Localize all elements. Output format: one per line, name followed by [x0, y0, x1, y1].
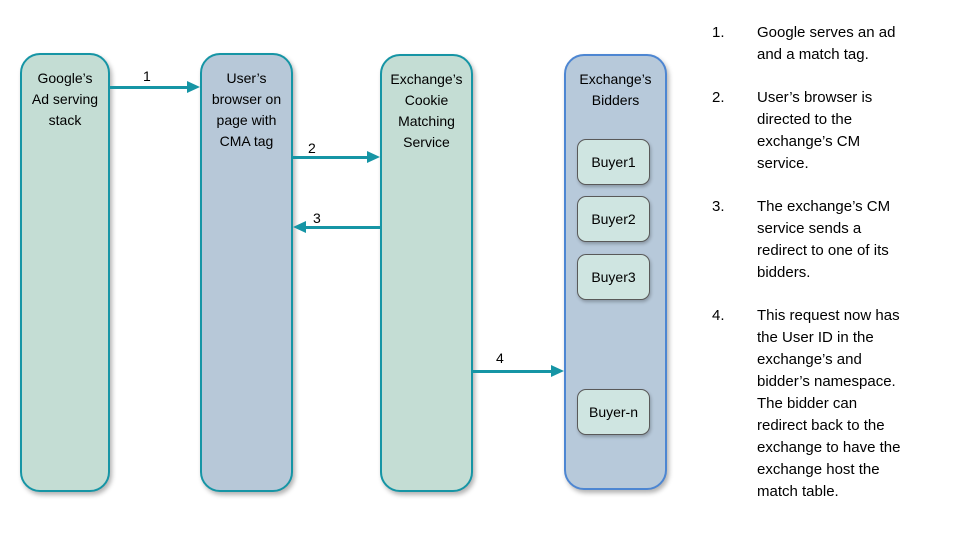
buyer-box: Buyer-n — [577, 389, 650, 435]
buyer-label: Buyer2 — [591, 211, 636, 227]
arrow-4-label: 4 — [496, 350, 504, 366]
buyer-label: Buyer3 — [591, 269, 636, 285]
arrow-4-line — [473, 370, 553, 373]
arrow-3-line — [305, 226, 380, 229]
arrow-3-head-icon — [293, 221, 306, 233]
step-text: Google serves an ad and a match tag. — [757, 24, 896, 63]
box-user-browser: User’s browser on page with CMA tag — [200, 53, 293, 492]
arrow-2-label: 2 — [308, 140, 316, 156]
buyer-label: Buyer1 — [591, 154, 636, 170]
step-number: 1. — [712, 24, 725, 41]
step-number: 3. — [712, 198, 725, 215]
arrow-1-label: 1 — [143, 68, 151, 84]
step-item-1: 1. Google serves an ad and a match tag. — [712, 22, 952, 66]
arrow-3-label: 3 — [313, 210, 321, 226]
arrow-2-head-icon — [367, 151, 380, 163]
arrow-1-head-icon — [187, 81, 200, 93]
arrow-2-line — [293, 156, 369, 159]
buyer-box: Buyer1 — [577, 139, 650, 185]
steps-list: 1. Google serves an ad and a match tag. … — [712, 22, 952, 524]
box-google-ad-serving-stack: Google’s Ad serving stack — [20, 53, 110, 492]
step-item-3: 3. The exchange’s CM service sends a red… — [712, 196, 952, 284]
step-number: 2. — [712, 89, 725, 106]
box-exchange-bidders: Exchange’s Bidders Buyer1 Buyer2 Buyer3 … — [564, 54, 667, 490]
step-text: This request now has the User ID in the … — [757, 307, 901, 500]
step-text: The exchange’s CM service sends a redire… — [757, 198, 891, 281]
buyer-label: Buyer-n — [588, 404, 639, 420]
arrow-4-head-icon — [551, 365, 564, 377]
box-label: Exchange’s Cookie Matching Service — [390, 71, 463, 150]
box-label: Google’s Ad serving stack — [31, 70, 99, 128]
box-exchange-cm-service: Exchange’s Cookie Matching Service — [380, 54, 473, 492]
step-item-2: 2. User’s browser is directed to the exc… — [712, 87, 952, 175]
step-item-4: 4. This request now has the User ID in t… — [712, 305, 952, 503]
arrow-1-line — [110, 86, 189, 89]
box-label: Exchange’s Bidders — [579, 71, 652, 108]
step-number: 4. — [712, 307, 725, 324]
box-label: User’s browser on page with CMA tag — [211, 70, 282, 149]
step-text: User’s browser is directed to the exchan… — [757, 89, 873, 172]
buyer-box: Buyer2 — [577, 196, 650, 242]
buyer-box: Buyer3 — [577, 254, 650, 300]
